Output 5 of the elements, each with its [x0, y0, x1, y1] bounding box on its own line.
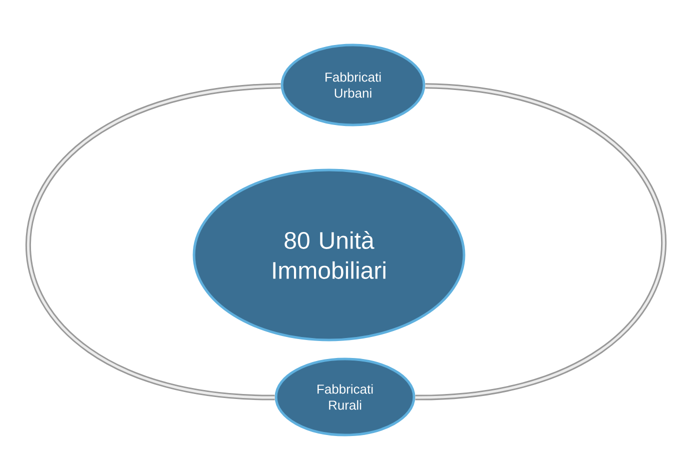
ellipse-node: Fabbricati Urbani: [280, 44, 426, 126]
ellipse-node: 80 Unità Immobiliari: [192, 168, 466, 342]
ring-arc: [26, 83, 282, 400]
ring-arc: [415, 83, 666, 400]
ellipse-node: Fabbricati Rurali: [274, 358, 416, 436]
